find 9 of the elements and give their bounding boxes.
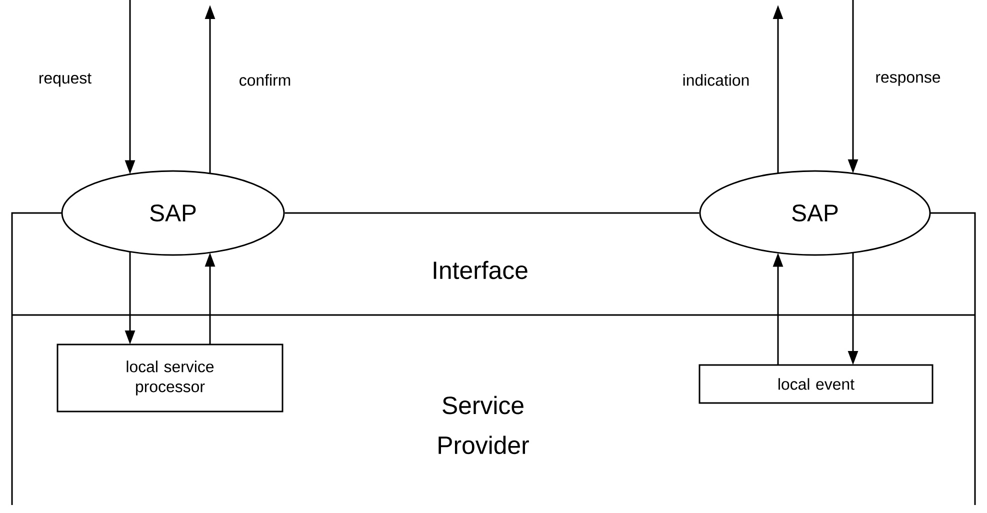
connector-line: [284, 212, 700, 214]
process-box: local event: [698, 364, 934, 404]
edge-label: request: [40, 73, 92, 87]
region-label: Interface: [434, 260, 528, 280]
edge-label: confirm: [240, 74, 290, 86]
edge-label: indication: [683, 74, 749, 86]
region-label: Service Provider: [438, 396, 529, 454]
process-box: local service processor: [56, 344, 284, 412]
edge-label: response: [876, 74, 940, 86]
